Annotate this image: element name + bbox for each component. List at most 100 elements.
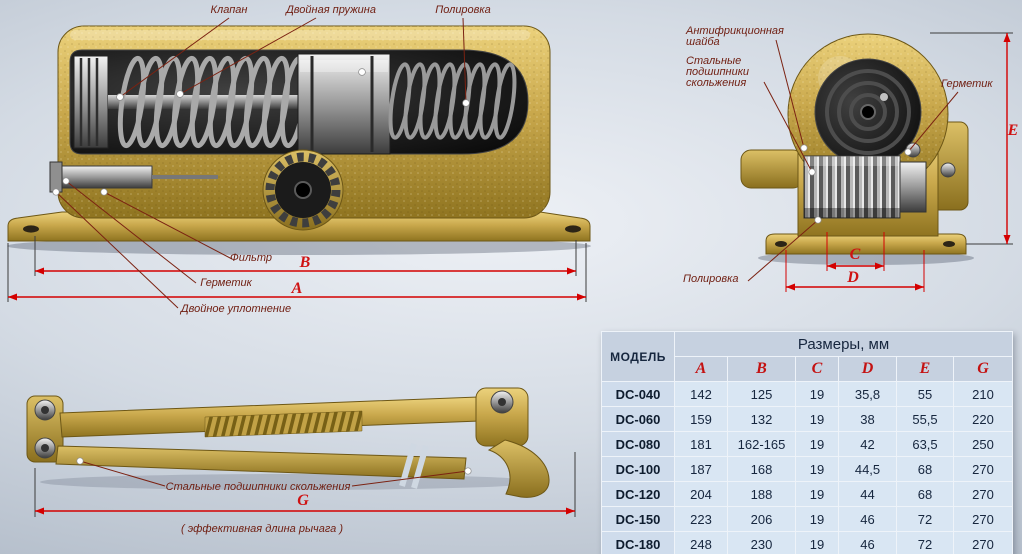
value-cell: 63,5 — [896, 431, 954, 457]
value-cell: 132 — [727, 406, 796, 432]
filter-label: Фильтр — [229, 252, 272, 264]
value-cell: 125 — [727, 381, 796, 407]
column-header-d: D — [838, 356, 897, 382]
value-cell: 68 — [896, 456, 954, 482]
main-leader-lines — [55, 17, 467, 309]
column-header-c: C — [795, 356, 839, 382]
sizes-header: Размеры, мм — [673, 331, 1014, 357]
model-header: МОДЕЛЬ — [601, 331, 675, 382]
sealant-label: Герметик — [200, 277, 252, 289]
main-view-drawing — [7, 25, 591, 255]
valve-assembly — [49, 161, 218, 193]
dimension-e-label: E — [1007, 122, 1019, 139]
value-cell: 162-165 — [727, 431, 796, 457]
value-cell: 19 — [795, 481, 839, 507]
polishing-label: Полировка — [435, 4, 491, 16]
steel-bearings-arm-label: Стальные подшипники скольжения — [165, 481, 351, 493]
value-cell: 19 — [795, 531, 839, 554]
double-seal-label: Двойное уплотнение — [180, 303, 292, 315]
table-header-row: МОДЕЛЬ Размеры, мм — [601, 331, 1014, 382]
value-cell: 206 — [727, 506, 796, 532]
value-cell: 270 — [952, 531, 1014, 554]
value-cell: 210 — [952, 381, 1014, 407]
column-header-g: G — [952, 356, 1014, 382]
polishing-end-label: Полировка — [683, 273, 739, 285]
arm-dimensions — [34, 452, 576, 517]
splined-shaft — [803, 142, 927, 219]
dimension-c-label: C — [849, 246, 861, 263]
steel-bearings-end-label: Стальные подшипники скольжения — [686, 55, 750, 89]
valve-label: Клапан — [210, 4, 248, 16]
left-spring — [117, 55, 309, 149]
dimension-b-label: B — [299, 254, 311, 271]
value-cell: 220 — [952, 406, 1014, 432]
value-cell: 187 — [674, 456, 728, 482]
model-cell: DC-080 — [601, 431, 675, 457]
end-anchor-dots — [800, 144, 912, 224]
value-cell: 46 — [838, 506, 897, 532]
column-header-e: E — [896, 356, 954, 382]
value-cell: 223 — [674, 506, 728, 532]
value-cell: 19 — [795, 406, 839, 432]
pinion-gear — [262, 149, 344, 231]
value-cell: 55,5 — [896, 406, 954, 432]
value-cell: 248 — [674, 531, 728, 554]
column-header-b: B — [727, 356, 796, 382]
value-cell: 44,5 — [838, 456, 897, 482]
value-cell: 159 — [674, 406, 728, 432]
model-cell: DC-120 — [601, 481, 675, 507]
value-cell: 270 — [952, 456, 1014, 482]
value-cell: 250 — [952, 431, 1014, 457]
column-header-a: A — [674, 356, 728, 382]
end-dimensions — [785, 32, 1013, 292]
model-cell: DC-150 — [601, 506, 675, 532]
value-cell: 55 — [896, 381, 954, 407]
value-cell: 142 — [674, 381, 728, 407]
value-cell: 38 — [838, 406, 897, 432]
value-cell: 270 — [952, 506, 1014, 532]
value-cell: 44 — [838, 481, 897, 507]
value-cell: 68 — [896, 481, 954, 507]
dimension-d-label: D — [847, 269, 859, 286]
value-cell: 188 — [727, 481, 796, 507]
value-cell: 19 — [795, 456, 839, 482]
value-cell: 35,8 — [838, 381, 897, 407]
value-cell: 19 — [795, 506, 839, 532]
antifriction-washer-label: Антифрикционная шайба — [686, 25, 784, 48]
value-cell: 230 — [727, 531, 796, 554]
value-cell: 270 — [952, 481, 1014, 507]
value-cell: 168 — [727, 456, 796, 482]
main-anchor-dots — [52, 68, 470, 196]
end-view-drawing — [740, 33, 974, 265]
effective-length-label: ( эффективная длина рычага ) — [181, 523, 343, 535]
model-cell: DC-060 — [601, 406, 675, 432]
dimension-a-label: A — [291, 280, 303, 297]
value-cell: 72 — [896, 531, 954, 554]
model-cell: DC-180 — [601, 531, 675, 554]
value-cell: 181 — [674, 431, 728, 457]
arm-anchor-dots — [76, 457, 472, 475]
model-cell: DC-040 — [601, 381, 675, 407]
sealant-end-label: Герметик — [941, 78, 993, 90]
main-dimensions — [7, 236, 587, 302]
value-cell: 204 — [674, 481, 728, 507]
value-cell: 19 — [795, 381, 839, 407]
value-cell: 19 — [795, 431, 839, 457]
value-cell: 46 — [838, 531, 897, 554]
dimension-g-label: G — [297, 492, 309, 509]
value-cell: 72 — [896, 506, 954, 532]
value-cell: 42 — [838, 431, 897, 457]
end-leader-lines — [747, 39, 959, 282]
arm-leader-lines — [79, 460, 469, 487]
